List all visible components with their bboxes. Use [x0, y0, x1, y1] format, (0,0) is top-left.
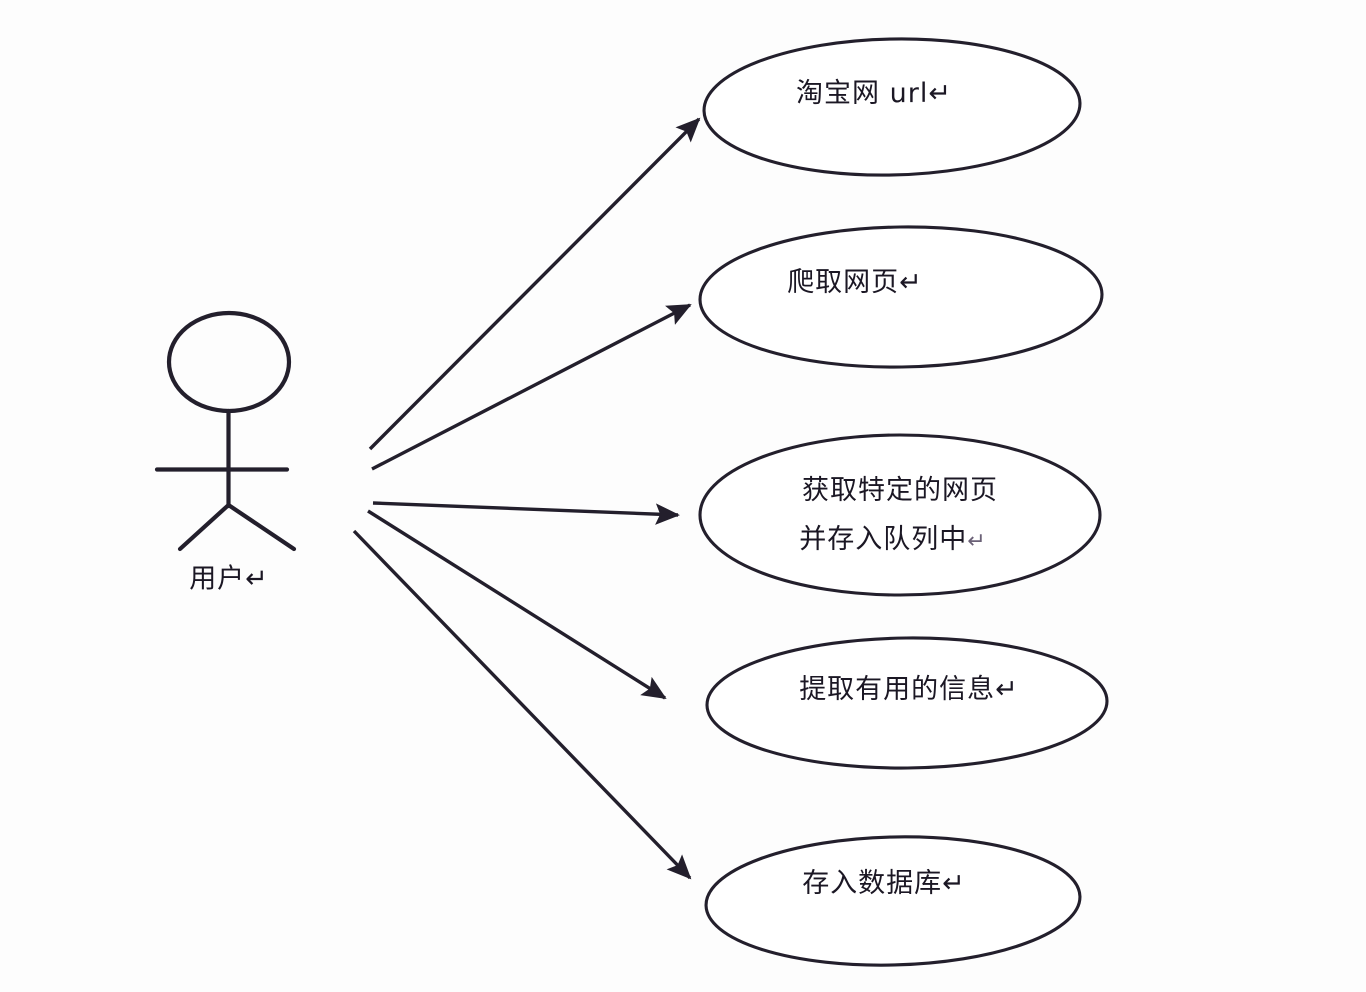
actor-label: 用户↵ [189, 563, 269, 595]
association-line-3[interactable] [372, 501, 680, 525]
association-line-4[interactable] [367, 509, 667, 700]
association-lines [352, 117, 701, 880]
actor-head-icon [166, 310, 292, 414]
use-case-ellipse-crawl-page[interactable] [698, 224, 1104, 370]
use-case-ellipse-fetch-and-queue[interactable] [698, 433, 1102, 597]
use-case-ellipse-taobao-url[interactable] [702, 35, 1082, 179]
actor-leg-left [177, 502, 231, 552]
actor-leg-right [226, 502, 297, 552]
actor-stick-figure [154, 310, 297, 552]
use-case-ellipse-extract-info[interactable] [705, 636, 1109, 770]
association-line-5[interactable] [352, 529, 692, 880]
use-case-ellipse-save-database[interactable] [704, 832, 1082, 969]
use-case-ellipses [698, 35, 1109, 969]
association-line-2[interactable] [371, 303, 692, 471]
association-line-1[interactable] [368, 117, 701, 451]
